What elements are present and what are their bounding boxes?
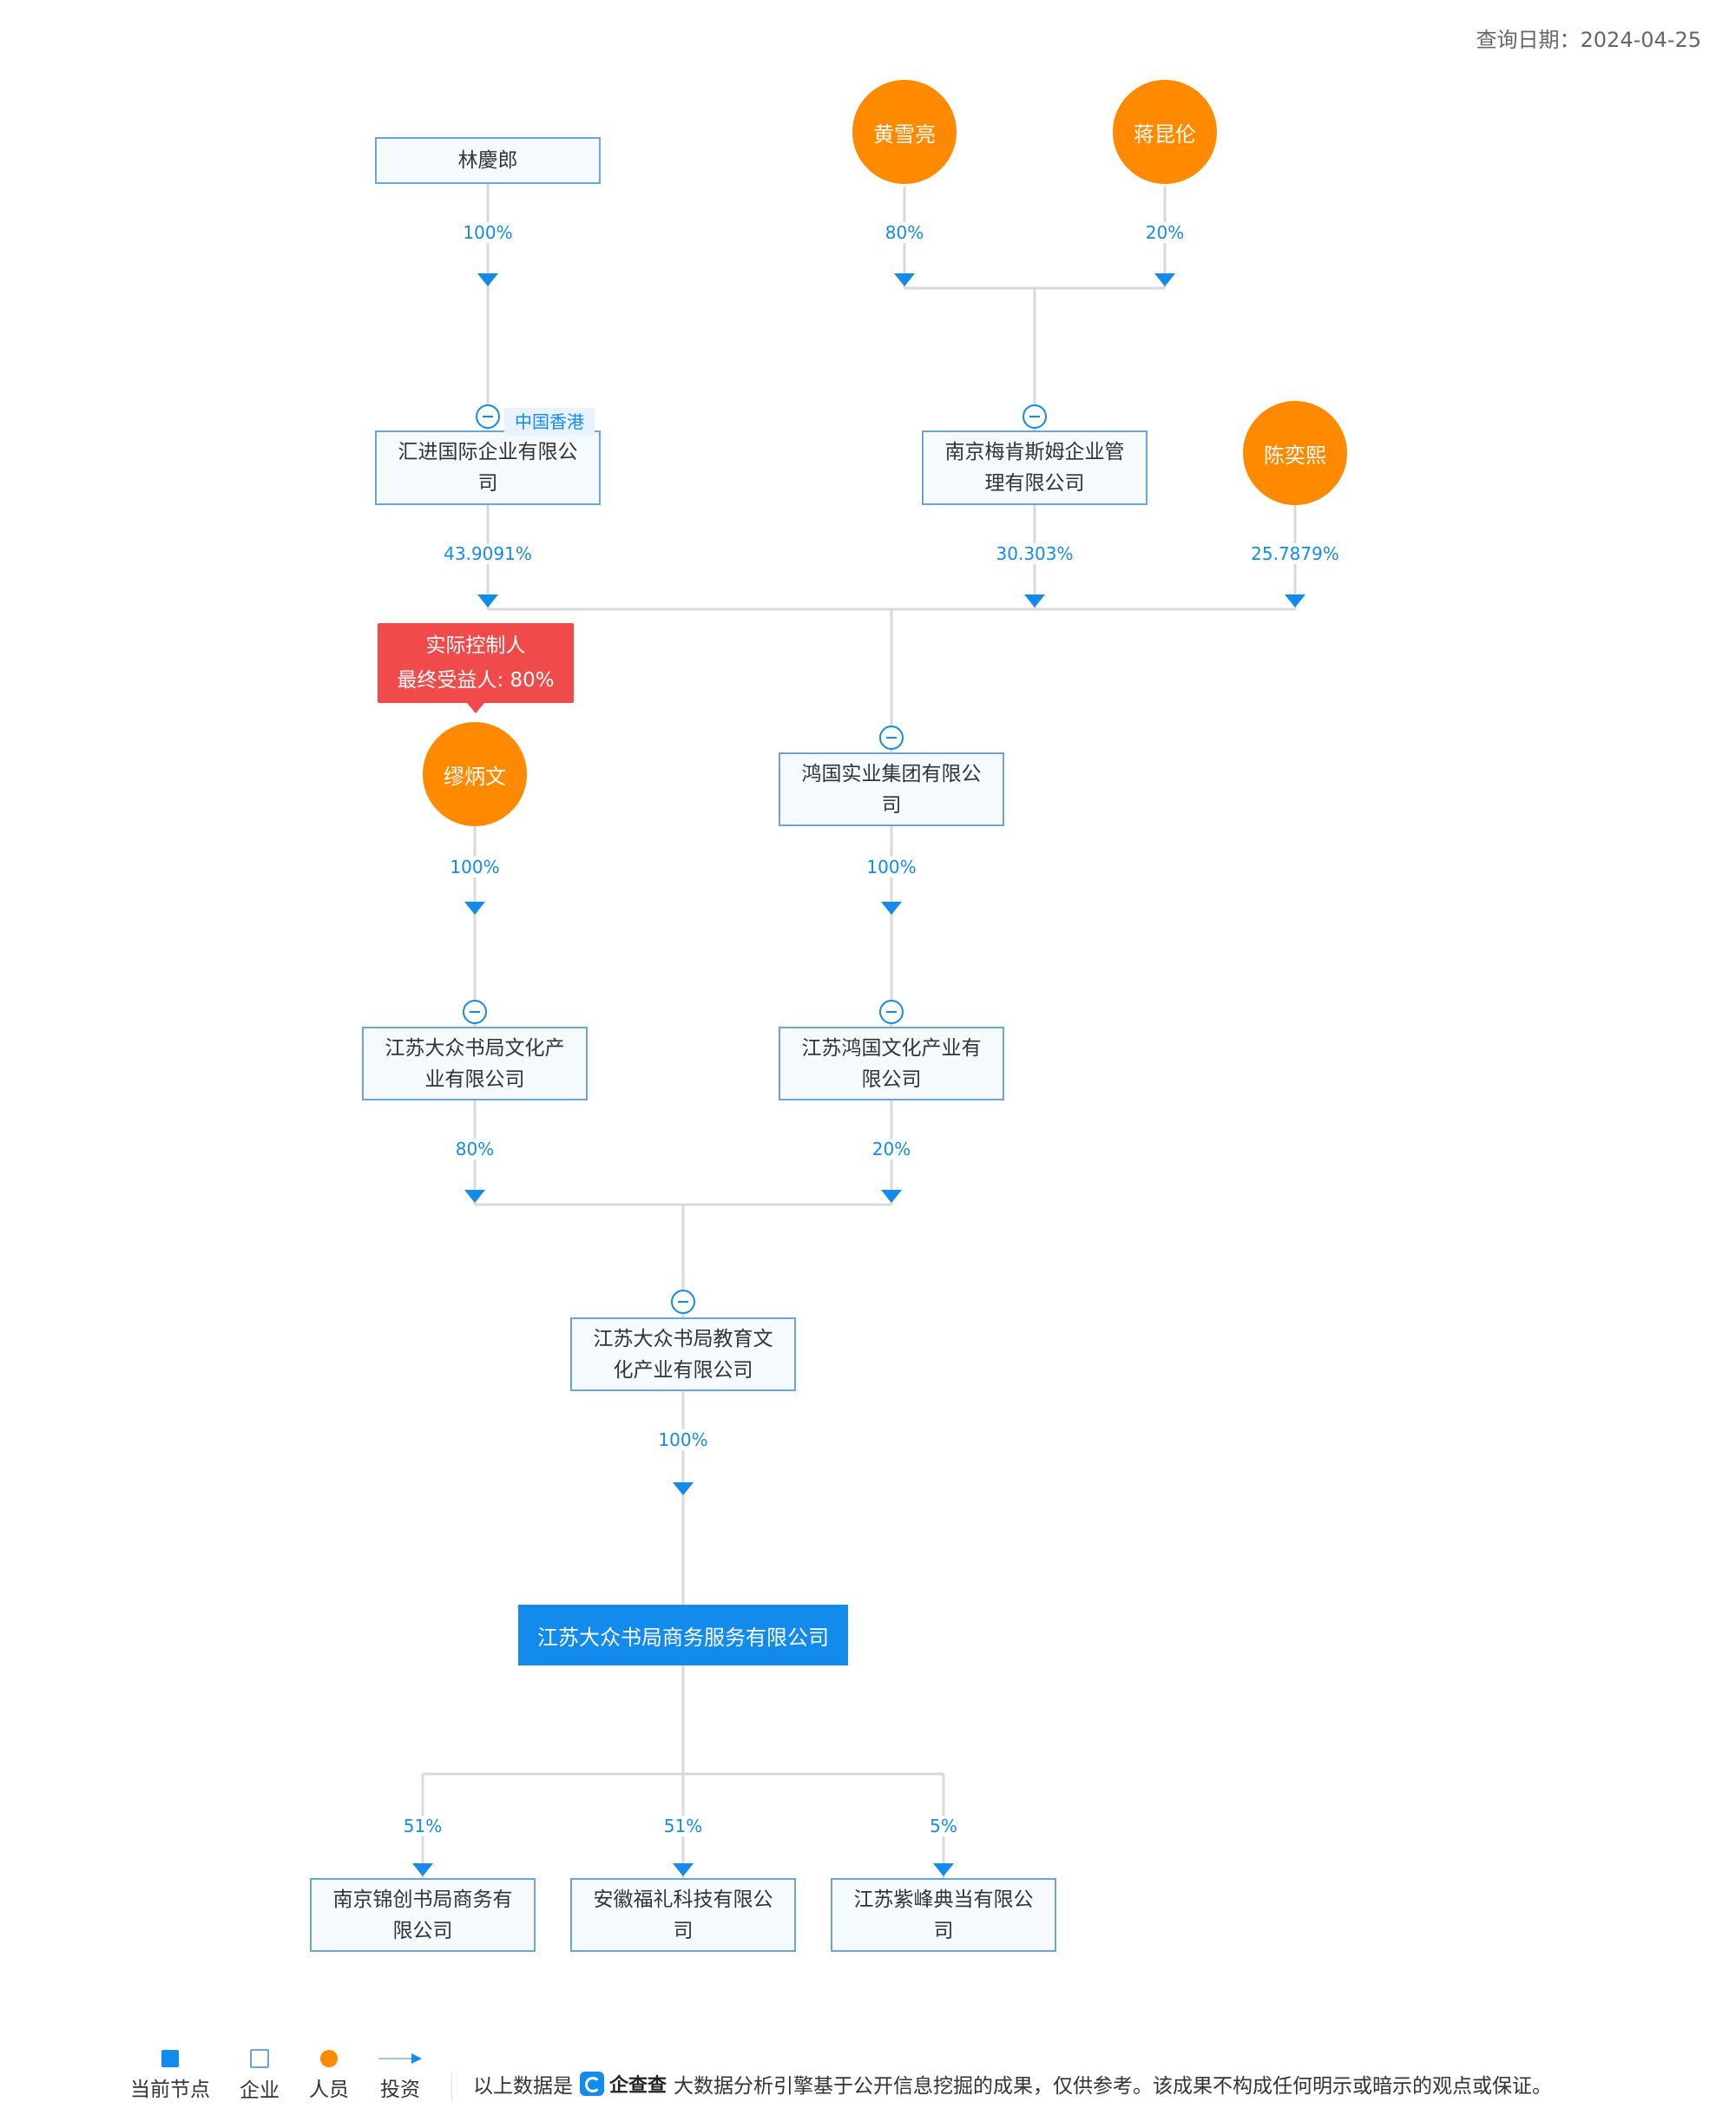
arrow xyxy=(464,902,485,915)
collapse-button[interactable] xyxy=(671,1290,695,1314)
query-date: 查询日期：2024-04-25 xyxy=(1476,28,1701,52)
node-label: 江苏紫峰典当有限公司 xyxy=(853,1888,1034,1942)
legend-label: 人员 xyxy=(309,2079,349,2101)
legend-current: 当前节点 xyxy=(130,2050,210,2102)
node-label: 江苏大众书局文化产业有限公司 xyxy=(385,1036,565,1091)
edge-percentage: 30.303% xyxy=(994,543,1075,564)
node-label: 蒋昆伦 xyxy=(1134,122,1196,147)
node-chen-yixi[interactable]: 陈奕熙 xyxy=(1243,401,1347,505)
collapse-button[interactable] xyxy=(476,404,500,429)
actual-controller-tag: 实际控制人 最终受益人: 80% xyxy=(378,623,574,713)
edge-percentage: 20% xyxy=(1143,222,1187,243)
arrow xyxy=(673,1863,694,1876)
edge-percentage: 51% xyxy=(401,1816,444,1836)
node-current-company[interactable]: 江苏大众书局商务服务有限公司 xyxy=(518,1605,848,1665)
node-label: 林慶郎 xyxy=(457,149,518,172)
controller-line1: 实际控制人 xyxy=(425,634,526,657)
node-label: 黄雪亮 xyxy=(873,122,936,147)
node-label: 南京梅肯斯姆企业管理有限公司 xyxy=(944,441,1125,495)
arrow xyxy=(477,273,498,286)
arrow-right-icon xyxy=(378,2050,422,2067)
edge-percentage: 25.7879% xyxy=(1249,543,1341,564)
region-tag: 中国香港 xyxy=(504,408,595,436)
node-meiken[interactable]: 南京梅肯斯姆企业管理有限公司 xyxy=(922,430,1147,505)
disclaimer-suffix: 大数据分析引擎基于公开信息挖掘的成果，仅供参考。该成果不构成任何明示或暗示的观点… xyxy=(674,2075,1553,2098)
arrow xyxy=(1154,273,1175,286)
footer: 当前节点 企业 人员 投资 以上数据是 企查查 大数据分析引擎基于公开信息挖掘的… xyxy=(130,2049,1552,2103)
node-label: 江苏大众书局商务服务有限公司 xyxy=(537,1625,829,1650)
footer-divider xyxy=(451,2072,452,2102)
node-label: 南京锦创书局商务有限公司 xyxy=(332,1888,513,1942)
legend-invest: 投资 xyxy=(378,2050,422,2102)
node-label: 江苏大众书局教育文化产业有限公司 xyxy=(593,1327,773,1382)
arrow xyxy=(933,1863,954,1876)
arrow xyxy=(881,902,902,915)
node-dazhong-culture[interactable]: 江苏大众书局文化产业有限公司 xyxy=(362,1027,588,1100)
edge-percentage: 80% xyxy=(883,222,926,243)
edge-percentage: 100% xyxy=(461,222,515,243)
node-huang-xueliang[interactable]: 黄雪亮 xyxy=(852,80,957,184)
arrow xyxy=(1024,594,1045,608)
legend-person: 人员 xyxy=(309,2050,349,2102)
edge-percentage: 100% xyxy=(448,857,502,877)
node-hongguo-group[interactable]: 鸿国实业集团有限公司 xyxy=(779,752,1004,826)
arrow xyxy=(412,1863,433,1876)
legend-company: 企业 xyxy=(240,2049,279,2103)
edge-percentage: 100% xyxy=(865,857,918,877)
legend-label: 企业 xyxy=(240,2079,279,2102)
collapse-button[interactable] xyxy=(463,1000,487,1024)
legend-current-swatch xyxy=(161,2050,179,2067)
arrow xyxy=(477,594,498,608)
edge-percentage: 43.9091% xyxy=(442,543,534,564)
node-hongguo-culture[interactable]: 江苏鸿国文化产业有限公司 xyxy=(779,1027,1004,1100)
node-label: 缪炳文 xyxy=(444,764,506,789)
disclaimer-prefix: 以上数据是 xyxy=(473,2075,573,2098)
legend-label: 投资 xyxy=(380,2079,420,2101)
node-dazhong-education[interactable]: 江苏大众书局教育文化产业有限公司 xyxy=(570,1317,796,1391)
arrow xyxy=(1285,594,1305,608)
qcc-logo-text: 企查查 xyxy=(609,2075,667,2097)
node-fuli[interactable]: 安徽福礼科技有限公司 xyxy=(570,1878,796,1952)
collapse-button[interactable] xyxy=(879,1000,904,1024)
collapse-button[interactable] xyxy=(1023,404,1047,429)
node-jiang-kunlun[interactable]: 蒋昆伦 xyxy=(1113,80,1217,184)
node-jinchuang[interactable]: 南京锦创书局商务有限公司 xyxy=(310,1878,536,1952)
legend-person-swatch xyxy=(320,2050,338,2067)
edge-percentage: 20% xyxy=(870,1139,913,1159)
arrow xyxy=(881,1190,902,1203)
qcc-logo: 企查查 xyxy=(580,2070,667,2098)
node-label: 陈奕熙 xyxy=(1264,443,1326,468)
node-miao-bingwen[interactable]: 缪炳文 xyxy=(423,722,527,826)
arrow xyxy=(464,1190,485,1203)
arrow xyxy=(673,1482,694,1495)
legend-company-swatch xyxy=(250,2049,269,2068)
node-label: 鸿国实业集团有限公司 xyxy=(801,762,982,817)
node-label: 江苏鸿国文化产业有限公司 xyxy=(801,1036,982,1091)
node-label: 安徽福礼科技有限公司 xyxy=(593,1888,773,1942)
disclaimer: 以上数据是 企查查 大数据分析引擎基于公开信息挖掘的成果，仅供参考。该成果不构成… xyxy=(473,2069,1552,2102)
node-lin-qinglang[interactable]: 林慶郎 xyxy=(375,137,601,184)
edge-percentage: 51% xyxy=(661,1816,705,1836)
qcc-logo-icon xyxy=(580,2072,604,2096)
edge-percentage: 80% xyxy=(453,1139,496,1159)
node-huijin[interactable]: 汇进国际企业有限公司 xyxy=(375,430,601,505)
edge-percentage: 5% xyxy=(928,1816,959,1836)
controller-line2: 最终受益人: 80% xyxy=(397,669,555,692)
node-zifeng[interactable]: 江苏紫峰典当有限公司 xyxy=(831,1878,1056,1952)
legend-label: 当前节点 xyxy=(130,2079,210,2101)
arrow xyxy=(894,273,915,286)
collapse-button[interactable] xyxy=(879,726,904,750)
edge-percentage: 100% xyxy=(656,1429,710,1450)
node-label: 汇进国际企业有限公司 xyxy=(398,441,578,495)
